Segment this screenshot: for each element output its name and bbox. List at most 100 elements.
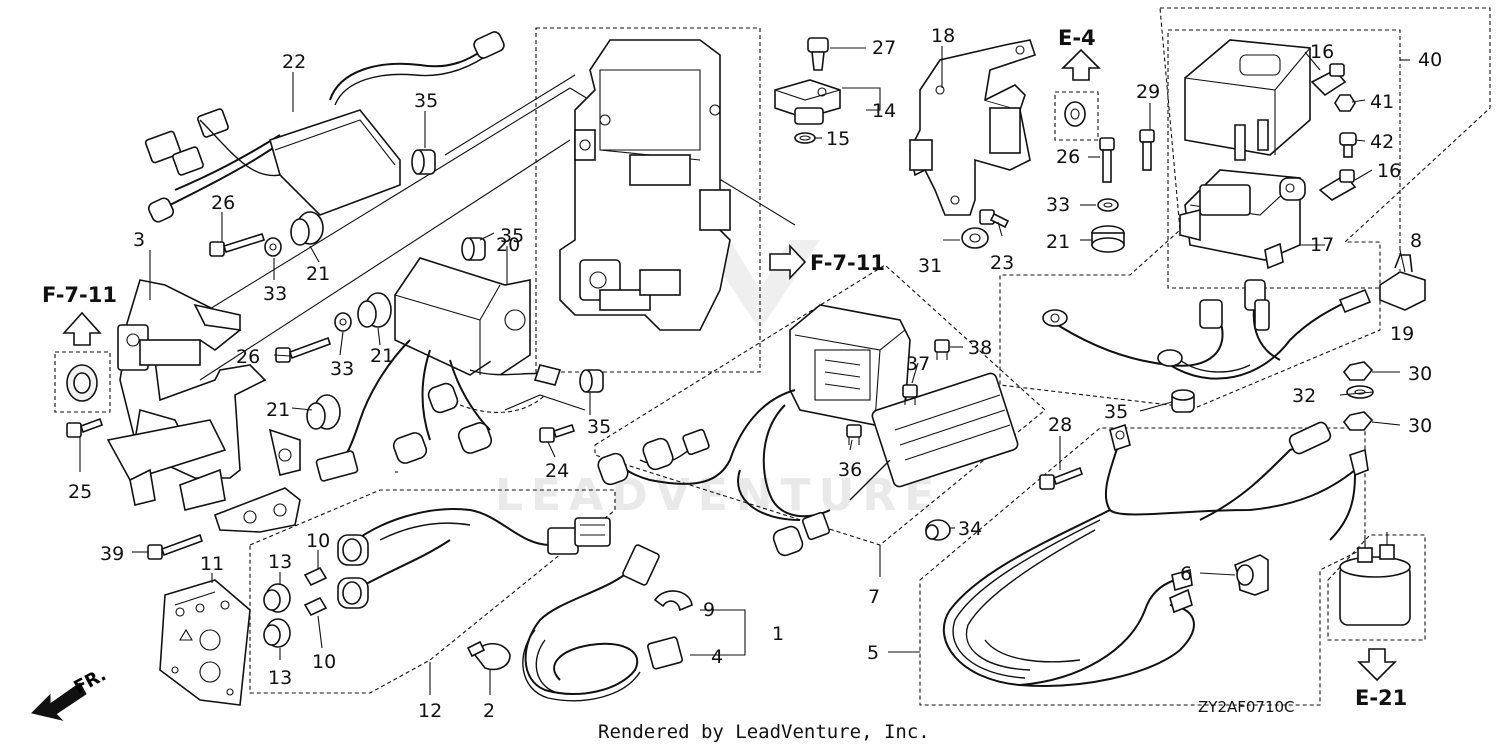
callout-35-a[interactable]: 35 xyxy=(414,90,438,112)
part-1-cable[interactable] xyxy=(522,544,660,702)
part-36-fuse[interactable] xyxy=(846,424,862,445)
part-23-bolt[interactable] xyxy=(979,209,1010,229)
callout-26-a[interactable]: 26 xyxy=(211,192,235,214)
part-39-screw[interactable] xyxy=(147,533,204,560)
part-28-bolt[interactable] xyxy=(1039,466,1084,490)
part-21-grommet-c[interactable] xyxy=(306,394,341,430)
callout-35-c[interactable]: 35 xyxy=(587,416,611,438)
callout-25[interactable]: 25 xyxy=(68,481,92,503)
part-35-grommet-c[interactable] xyxy=(579,369,604,393)
part-13-grommet-b[interactable] xyxy=(263,618,291,648)
callout-30-b[interactable]: 30 xyxy=(1408,415,1432,437)
part-2-clamp[interactable] xyxy=(466,640,511,671)
callout-42[interactable]: 42 xyxy=(1370,131,1394,153)
callout-13-b[interactable]: 13 xyxy=(268,667,292,689)
part-10-bulb-a[interactable] xyxy=(303,566,328,587)
callout-34[interactable]: 34 xyxy=(958,518,982,540)
part-22-coil-harness[interactable] xyxy=(144,30,506,224)
e4-grommet[interactable] xyxy=(1064,101,1086,127)
part-33-washer-b[interactable] xyxy=(334,312,352,332)
part-3-bracket[interactable] xyxy=(106,279,301,533)
part-8-sub-harness[interactable] xyxy=(1042,242,1372,380)
callout-36[interactable]: 36 xyxy=(838,459,862,481)
ref-e4[interactable]: E-4 xyxy=(1058,26,1096,50)
callout-19[interactable]: 19 xyxy=(1390,323,1414,345)
callout-17[interactable]: 17 xyxy=(1310,234,1334,256)
callout-21-b[interactable]: 21 xyxy=(370,345,394,367)
callout-10-b[interactable]: 10 xyxy=(312,651,336,673)
callout-23[interactable]: 23 xyxy=(990,252,1014,274)
part-6-boot[interactable] xyxy=(1234,554,1269,596)
callout-39[interactable]: 39 xyxy=(100,543,124,565)
callout-40[interactable]: 40 xyxy=(1418,49,1442,71)
part-9-clip[interactable] xyxy=(653,590,693,612)
callout-11[interactable]: 11 xyxy=(200,553,224,575)
part-25-screw[interactable] xyxy=(66,417,104,438)
part-41-nut[interactable] xyxy=(1334,94,1356,112)
part-11-panel[interactable] xyxy=(159,579,251,706)
part-38-fuse[interactable] xyxy=(934,339,950,360)
ref-f711-center[interactable]: F-7-11 xyxy=(810,251,885,275)
callout-24[interactable]: 24 xyxy=(545,460,569,482)
callout-21-c[interactable]: 21 xyxy=(266,399,290,421)
callout-33-c[interactable]: 33 xyxy=(1046,194,1070,216)
callout-18[interactable]: 18 xyxy=(931,25,955,47)
callout-4[interactable]: 4 xyxy=(711,646,723,668)
callout-16-a[interactable]: 16 xyxy=(1310,41,1334,63)
part-7-main-harness[interactable] xyxy=(596,304,1019,558)
callout-38[interactable]: 38 xyxy=(968,337,992,359)
callout-15[interactable]: 15 xyxy=(826,128,850,150)
part-15-o-ring[interactable] xyxy=(794,132,816,144)
f711-grommet[interactable] xyxy=(66,364,98,402)
callout-1[interactable]: 1 xyxy=(772,623,784,645)
callout-26-c[interactable]: 26 xyxy=(1056,146,1080,168)
callout-5[interactable]: 5 xyxy=(867,642,879,664)
part-26-screw-a[interactable] xyxy=(209,233,266,257)
part-26-screw-c[interactable] xyxy=(1099,137,1115,183)
callout-21-a[interactable]: 21 xyxy=(306,263,330,285)
part-30-nut-a[interactable] xyxy=(1342,361,1374,381)
part-24-bolt[interactable] xyxy=(539,423,576,443)
part-14-sensor[interactable] xyxy=(774,79,841,125)
callout-28[interactable]: 28 xyxy=(1048,414,1072,436)
callout-33-b[interactable]: 33 xyxy=(330,358,354,380)
callout-21-d[interactable]: 21 xyxy=(1046,231,1070,253)
part-16-terminal-b[interactable] xyxy=(1318,169,1357,201)
part-4-connector[interactable] xyxy=(647,636,683,670)
part-17-relay-box-base[interactable] xyxy=(1179,169,1306,261)
part-35-grommet-b[interactable] xyxy=(461,237,486,261)
callout-3[interactable]: 3 xyxy=(133,229,145,251)
part-21-grommet-a[interactable] xyxy=(290,211,324,246)
part-10-bulb-b[interactable] xyxy=(303,596,328,617)
part-34-clip[interactable] xyxy=(925,519,951,541)
callout-20[interactable]: 20 xyxy=(496,234,520,256)
callout-13-a[interactable]: 13 xyxy=(268,551,292,573)
ref-f711-left[interactable]: F-7-11 xyxy=(42,283,117,307)
part-29-screw[interactable] xyxy=(1139,129,1155,171)
callout-35-b[interactable]: 35 xyxy=(500,225,524,247)
part-20-regulator[interactable] xyxy=(315,257,562,482)
part-21-grommet-b[interactable] xyxy=(357,292,392,328)
callout-35-d[interactable]: 35 xyxy=(1104,401,1128,423)
part-33-washer-c[interactable] xyxy=(1097,198,1119,212)
callout-41[interactable]: 41 xyxy=(1370,91,1394,113)
callout-10-a[interactable]: 10 xyxy=(306,530,330,552)
callout-27[interactable]: 27 xyxy=(872,37,896,59)
part-5-battery-cable[interactable] xyxy=(942,420,1369,687)
callout-37[interactable]: 37 xyxy=(906,353,930,375)
callout-7[interactable]: 7 xyxy=(868,586,880,608)
part-13-grommet-a[interactable] xyxy=(263,583,291,613)
part-18-bracket[interactable] xyxy=(909,39,1037,216)
callout-33-a[interactable]: 33 xyxy=(263,283,287,305)
callout-31[interactable]: 31 xyxy=(918,255,942,277)
part-16-terminal-a[interactable] xyxy=(1310,63,1347,97)
part-35-grommet-d[interactable] xyxy=(1171,389,1195,413)
callout-9[interactable]: 9 xyxy=(703,599,715,621)
part-35-grommet-a[interactable] xyxy=(411,149,436,175)
callout-30-a[interactable]: 30 xyxy=(1408,363,1432,385)
callout-29[interactable]: 29 xyxy=(1136,81,1160,103)
part-37-fuse[interactable] xyxy=(902,384,918,405)
callout-14[interactable]: 14 xyxy=(872,100,896,122)
callout-6[interactable]: 6 xyxy=(1180,563,1192,585)
callout-2[interactable]: 2 xyxy=(483,700,495,722)
